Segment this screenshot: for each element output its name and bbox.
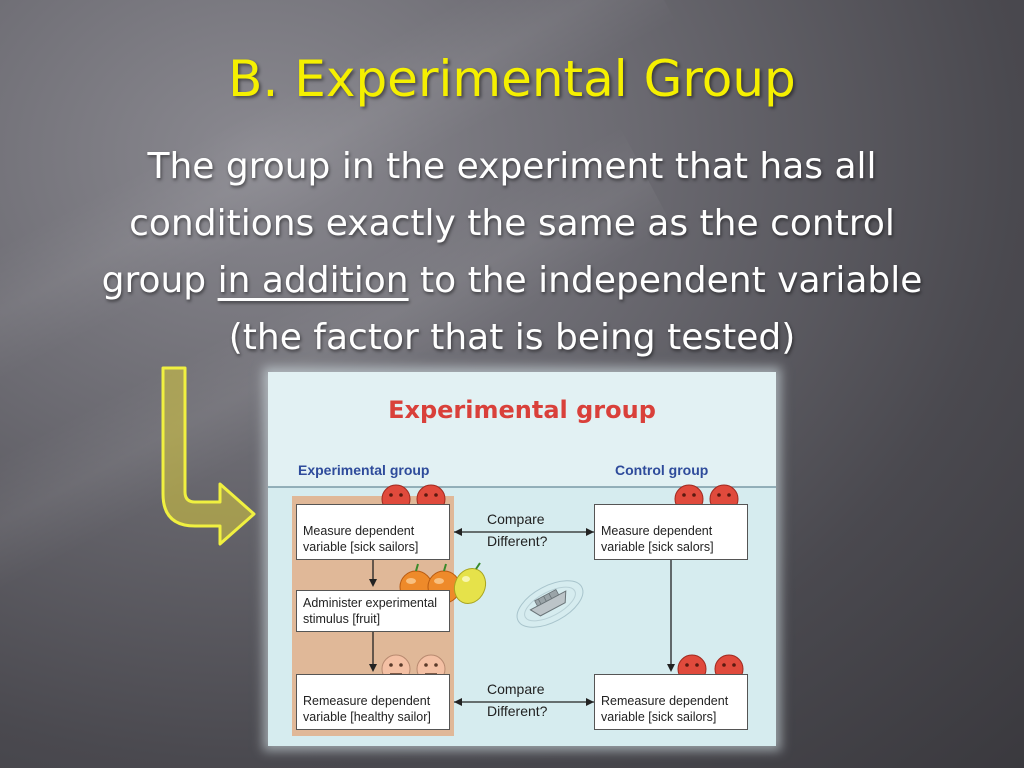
body-text-part2: to the independent variable (the factor … xyxy=(228,260,923,358)
body-text-part1: The group in the experiment that has all… xyxy=(101,146,895,301)
body-text-underlined: in addition xyxy=(217,260,409,301)
compare-top-line2: Different? xyxy=(487,533,548,549)
ctrl-remeasure-line1: Remeasure dependent xyxy=(601,694,729,708)
ctrl-measure-line2: variable [sick salors] xyxy=(601,540,714,554)
experimental-group-figure: Experimental group Experimental group Co… xyxy=(268,372,776,746)
ctrl-remeasure-line2: variable [sick sailors] xyxy=(601,710,717,724)
exp-administer-box: Administer experimental stimulus [fruit] xyxy=(296,590,450,632)
ctrl-remeasure-box: Remeasure dependent variable [sick sailo… xyxy=(594,674,748,730)
slide-title: B. Experimental Group xyxy=(228,50,796,108)
figure-title: Experimental group xyxy=(388,396,656,424)
compare-bottom-label: Compare Different? xyxy=(487,678,547,722)
exp-measure-box: Measure dependent variable [sick sailors… xyxy=(296,504,450,560)
exp-remeasure-line2: variable [healthy sailor] xyxy=(303,710,431,724)
experimental-column-label: Experimental group xyxy=(298,462,430,478)
ctrl-measure-line1: Measure dependent xyxy=(601,524,713,538)
slide-body-text: The group in the experiment that has all… xyxy=(92,138,932,366)
exp-remeasure-line1: Remeasure dependent xyxy=(303,694,431,708)
yellow-arrow-icon xyxy=(161,366,256,546)
compare-bottom-line2: Different? xyxy=(487,703,548,719)
exp-remeasure-box: Remeasure dependent variable [healthy sa… xyxy=(296,674,450,730)
exp-measure-line2: variable [sick sailors] xyxy=(303,540,419,554)
ctrl-measure-box: Measure dependent variable [sick salors] xyxy=(594,504,748,560)
control-column-label: Control group xyxy=(615,462,709,478)
ship-icon xyxy=(516,580,584,628)
compare-top-line1: Compare xyxy=(487,511,545,527)
exp-measure-line1: Measure dependent xyxy=(303,524,415,538)
compare-bottom-line1: Compare xyxy=(487,681,545,697)
exp-administer-line2: stimulus [fruit] xyxy=(303,612,381,626)
exp-administer-line1: Administer experimental xyxy=(303,596,438,610)
compare-top-label: Compare Different? xyxy=(487,508,547,552)
fruit-icon xyxy=(453,562,487,605)
